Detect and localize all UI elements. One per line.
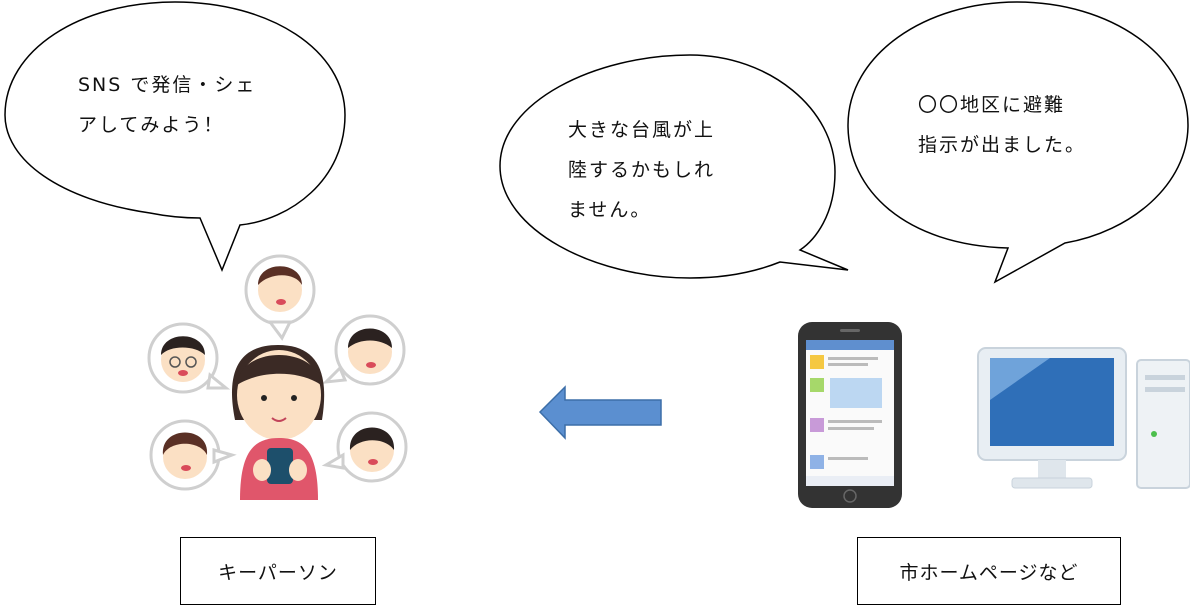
bubble-middle-text: 大きな台風が上 陸するかもしれ ません。 — [568, 119, 716, 221]
chat-bubble-face-upper-left — [147, 322, 231, 394]
chat-bubble-face-lower-right — [321, 411, 408, 483]
person-with-phone-icon — [231, 345, 325, 500]
bubble-right-text: 〇〇地区に避難 指示が出ました。 — [918, 94, 1087, 156]
bubble-left-text: SNS で発信・シェ アしてみよう！ — [78, 74, 257, 136]
chat-bubble-face-lower-left — [149, 419, 237, 491]
smartphone-icon — [798, 322, 902, 508]
speech-bubble-middle — [499, 54, 849, 279]
keyperson-label: キーパーソン — [180, 537, 376, 605]
speech-bubble-left — [4, 1, 346, 272]
chat-bubble-face-top — [244, 254, 316, 341]
chat-bubble-face-upper-right — [321, 314, 406, 386]
speech-bubble-right — [847, 1, 1189, 284]
homepage-label: 市ホームページなど — [857, 537, 1121, 605]
desktop-computer-icon — [977, 347, 1190, 489]
